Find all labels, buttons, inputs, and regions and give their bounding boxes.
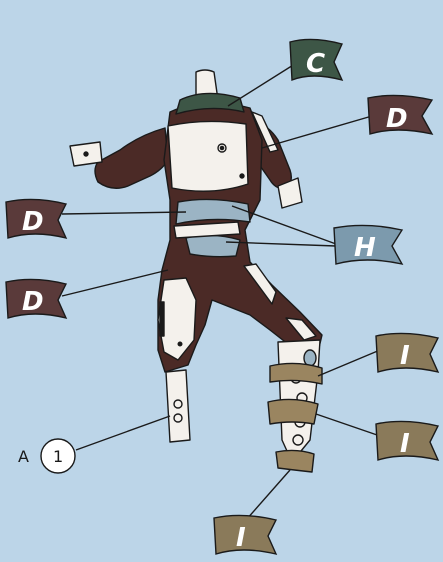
shin-hole [293,435,303,445]
flag-d-left-lower: D [6,279,66,318]
flag-i-right-lower: I [376,421,438,460]
lower-belt [186,235,240,256]
exosuit-figure [70,70,322,472]
callout-prefix: A [18,447,29,466]
callout-a1: A 1 [18,439,75,473]
brace-bolt [84,152,88,156]
back-plate [168,121,248,191]
leader-line-i-upper [318,350,380,376]
flag-letter: I [400,341,410,371]
ankle-strap [276,450,314,472]
leader-line-d-left-upper [62,212,186,214]
shin-strap [268,399,318,424]
left-arm [95,128,168,188]
leader-line-c [228,62,298,106]
shin-window [304,350,316,366]
flag-letter: D [22,287,44,317]
flag-i-bottom: I [214,515,276,554]
flag-letter: I [400,429,410,459]
thigh-slot [160,302,164,336]
flag-letter: D [386,104,408,134]
shin-bolt [174,400,182,408]
plate-bolt [220,146,223,149]
flag-letter: I [236,523,246,553]
flag-h-right: H [334,225,402,264]
flag-i-right-upper: I [376,333,438,372]
plate-bolt [240,174,244,178]
flag-letter: D [22,207,44,237]
knee-strap [270,363,322,384]
shin-bolt [174,414,182,422]
leader-line-i-lower [316,414,380,436]
flag-letter: H [354,233,376,263]
thigh-bolt [178,342,182,346]
leader-line-callout [76,416,170,450]
leader-line-d-right [262,116,372,148]
flag-d-right: D [368,95,432,134]
flag-d-left-upper: D [6,199,66,238]
leader-line-i-bottom [246,470,290,520]
callout-number: 1 [53,447,63,466]
leader-line-d-left-lower [62,270,168,296]
flag-letter: C [306,49,325,79]
flag-c-top: C [290,39,342,80]
